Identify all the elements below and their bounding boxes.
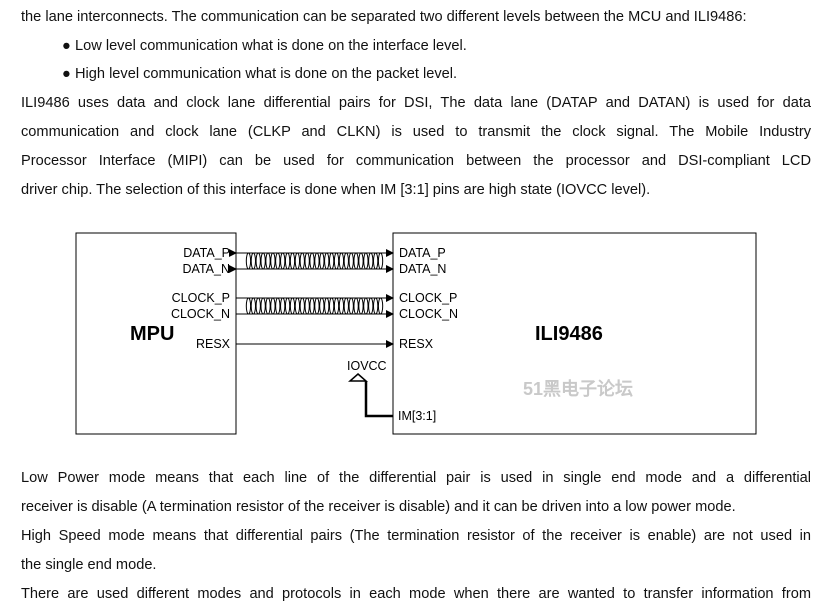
coil-loop (255, 297, 261, 315)
coil-loop (314, 252, 320, 270)
coil-loop (363, 252, 369, 270)
coil-loop (270, 252, 276, 270)
coil-loop (324, 252, 330, 270)
coil-loop (314, 297, 320, 315)
coil-loop (294, 297, 301, 315)
coil-loop (324, 297, 330, 315)
ili-pin-im: IM[3:1] (398, 409, 436, 423)
ili9486-label: ILI9486 (535, 323, 603, 345)
coil-loop (309, 297, 315, 315)
coil-loop (284, 252, 291, 270)
iovcc-label: IOVCC (347, 359, 387, 373)
mpu-pin-data-n: DATA_N (183, 262, 230, 276)
ili-pin-clock-n: CLOCK_N (399, 307, 458, 321)
coil-loop (260, 297, 266, 315)
ili-pin-data-p: DATA_P (399, 246, 446, 260)
data-twisted-pair (245, 252, 384, 270)
coil-loop (373, 297, 379, 315)
iovcc-connection (364, 381, 393, 418)
ili-pin-data-n: DATA_N (399, 262, 446, 276)
coil-loop (338, 297, 345, 315)
intro-tail-line: the lane interconnects. The communicatio… (21, 9, 747, 25)
coil-loop (270, 297, 276, 315)
bullet-dot: ● (62, 38, 71, 54)
iovcc-up-arrow (348, 373, 368, 382)
last-line: There are used different modes and proto… (21, 586, 811, 602)
coil-loop (299, 252, 305, 270)
coil-loop (275, 252, 281, 270)
coil-loop (338, 252, 345, 270)
mpu-pin-clock-p: CLOCK_P (172, 291, 230, 305)
high-speed-line-2: the single end mode. (21, 557, 157, 573)
low-power-line-2: receiver is disable (A termination resis… (21, 499, 736, 515)
coil-loop (250, 297, 256, 315)
dsi-paragraph-line-1: ILI9486 uses data and clock lane differe… (21, 95, 811, 111)
bullet-text: Low level communication what is done on … (75, 38, 467, 54)
coil-loop (377, 252, 384, 270)
dsi-paragraph-line-2: communication and clock lane (CLKP and C… (21, 124, 811, 140)
coil-loop (284, 297, 291, 315)
mpu-block (75, 232, 237, 435)
mpu-pin-data-p: DATA_P (183, 246, 230, 260)
coil-loop (377, 297, 384, 315)
coil-loop (319, 297, 325, 315)
clock-twisted-pair (245, 297, 384, 315)
watermark-text: 51黑电子论坛 (523, 378, 633, 399)
coil-loop (348, 297, 354, 315)
dsi-paragraph-line-3: Processor Interface (MIPI) can be used f… (21, 153, 811, 169)
coil-loop (353, 297, 359, 315)
coil-loop (304, 297, 310, 315)
ili-pin-resx: RESX (399, 337, 434, 351)
coil-loop (358, 297, 364, 315)
coil-loop (245, 297, 252, 315)
coil-loop (255, 252, 261, 270)
bullet-item-low-level: ●Low level communication what is done on… (62, 36, 467, 56)
coil-loop (368, 252, 374, 270)
coil-loop (309, 252, 315, 270)
high-speed-line-1: High Speed mode means that differential … (21, 528, 811, 544)
coil-loop (373, 252, 379, 270)
coil-loop (260, 252, 266, 270)
mpu-pin-clock-n: CLOCK_N (171, 307, 230, 321)
ili-pin-clock-p: CLOCK_P (399, 291, 457, 305)
coil-loop (275, 297, 281, 315)
coil-loop (328, 297, 335, 315)
dsi-paragraph-line-4: driver chip. The selection of this inter… (21, 182, 651, 198)
coil-loop (299, 297, 305, 315)
coil-loop (368, 297, 374, 315)
coil-loop (294, 252, 301, 270)
mpu-label: MPU (130, 323, 174, 345)
coil-loop (265, 252, 271, 270)
coil-loop (328, 252, 335, 270)
coil-loop (289, 252, 296, 270)
coil-loop (333, 252, 340, 270)
mpu-pin-resx: RESX (196, 337, 231, 351)
ili9486-block (392, 232, 757, 435)
coil-loop (289, 297, 296, 315)
coil-loop (353, 252, 359, 270)
coil-loop (280, 252, 286, 270)
coil-loop (363, 297, 369, 315)
coil-loop (250, 252, 256, 270)
coil-loop (280, 297, 286, 315)
bullet-item-high-level: ●High level communication what is done o… (62, 64, 457, 84)
coil-loop (265, 297, 271, 315)
coil-loop (343, 252, 349, 270)
bullet-text: High level communication what is done on… (75, 66, 458, 82)
coil-loop (333, 297, 340, 315)
low-power-line-1: Low Power mode means that each line of t… (21, 470, 811, 486)
coil-loop (358, 252, 364, 270)
coil-loop (343, 297, 349, 315)
coil-loop (304, 252, 310, 270)
coil-loop (245, 252, 252, 270)
coil-loop (348, 252, 354, 270)
coil-loop (319, 252, 325, 270)
bullet-dot: ● (62, 66, 71, 82)
